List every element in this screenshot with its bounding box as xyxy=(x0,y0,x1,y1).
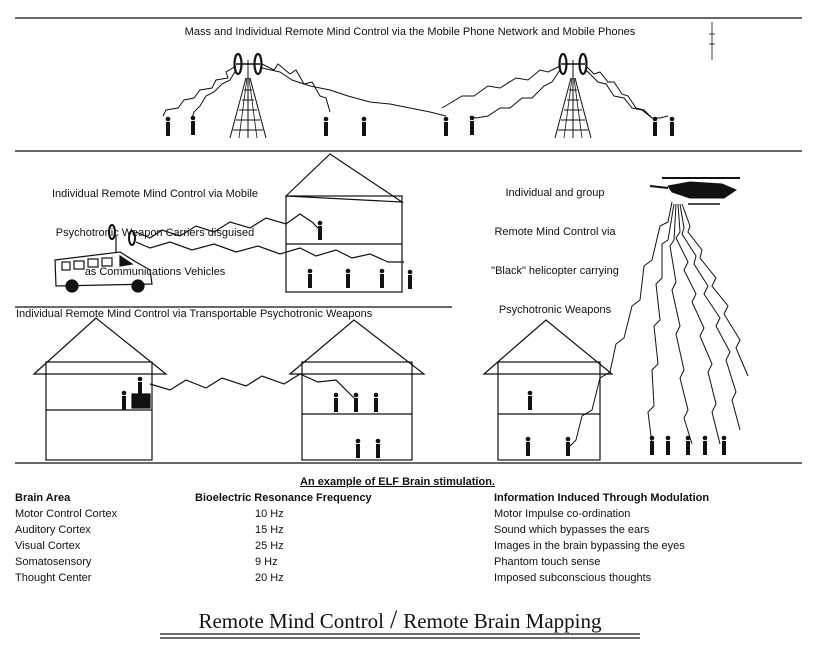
person-icon xyxy=(353,392,359,412)
person-icon xyxy=(121,390,127,410)
vehicle-title: Individual Remote Mind Control via Mobil… xyxy=(20,162,290,292)
person-icon xyxy=(307,268,313,288)
person-icon xyxy=(355,438,361,458)
table-cell: Motor Impulse co-ordination xyxy=(494,508,631,520)
page-title-slash: / xyxy=(389,605,398,634)
table-cell: Auditory Cortex xyxy=(15,524,91,536)
person-icon xyxy=(525,436,531,456)
frequency-column: Bioelectric Resonance Frequency 10 Hz 15… xyxy=(195,490,372,586)
helicopter-title: Individual and group Remote Mind Control… xyxy=(460,161,650,330)
transportable-scene xyxy=(32,317,426,461)
person-icon xyxy=(665,435,671,455)
page-title-right: Remote Brain Mapping xyxy=(403,609,602,633)
table-cell: Motor Control Cortex xyxy=(15,508,118,520)
person-icon xyxy=(165,116,171,136)
person-icon xyxy=(323,116,329,136)
person-icon xyxy=(565,436,571,456)
ground-group xyxy=(649,435,727,455)
person-icon xyxy=(721,435,727,455)
vehicle-title-line: Psychotronic Weapon Carriers disguised xyxy=(55,227,255,239)
mobile-network-scene xyxy=(162,22,715,140)
frequency-header: Bioelectric Resonance Frequency xyxy=(195,492,372,504)
table-cell: Imposed subconscious thoughts xyxy=(494,572,652,584)
communications-van-icon xyxy=(54,224,153,293)
table-caption: An example of ELF Brain stimulation. xyxy=(300,476,495,488)
information-column: Information Induced Through Modulation M… xyxy=(494,490,709,586)
helicopter-icon xyxy=(649,177,740,205)
person-icon xyxy=(317,220,323,240)
target-house xyxy=(482,319,614,461)
helicopter-title-line: Psychotronic Weapons xyxy=(498,304,612,316)
person-icon xyxy=(469,115,475,135)
page-title-left: Remote Mind Control xyxy=(198,609,384,633)
table-cell: Visual Cortex xyxy=(15,540,81,552)
brain-area-header: Brain Area xyxy=(15,492,71,504)
table-cell: 15 Hz xyxy=(255,524,284,536)
mobile-users xyxy=(165,115,675,136)
person-icon xyxy=(345,268,351,288)
person-icon xyxy=(375,438,381,458)
vehicle-scene xyxy=(54,153,405,293)
brain-area-column: Brain Area Motor Control Cortex Auditory… xyxy=(15,490,117,586)
person-icon xyxy=(702,435,708,455)
separator-lines xyxy=(15,17,802,464)
person-icon xyxy=(652,116,658,136)
table-cell: 20 Hz xyxy=(255,572,284,584)
person-icon xyxy=(649,435,655,455)
person-icon xyxy=(685,435,691,455)
helicopter-title-line: Remote Mind Control via xyxy=(494,226,616,238)
panel3-occupants xyxy=(121,376,381,458)
person-icon xyxy=(361,116,367,136)
table-cell: 9 Hz xyxy=(255,556,278,568)
person-icon xyxy=(137,376,143,396)
helicopter-title-line: Individual and group xyxy=(505,187,605,199)
person-icon xyxy=(407,269,413,289)
transportable-title: Individual Remote Mind Control via Trans… xyxy=(16,308,373,320)
person-icon xyxy=(527,390,533,410)
table-cell: Images in the brain bypassing the eyes xyxy=(494,540,685,552)
mobile-network-title: Mass and Individual Remote Mind Control … xyxy=(184,26,636,38)
page-title: Remote Mind Control/Remote Brain Mapping xyxy=(160,605,640,635)
weapon-device-icon xyxy=(131,393,151,409)
person-icon xyxy=(373,392,379,412)
table-cell: Sound which bypasses the ears xyxy=(494,524,650,536)
person-icon xyxy=(669,116,675,136)
table-cell: 10 Hz xyxy=(255,508,284,520)
person-icon xyxy=(379,268,385,288)
table-cell: 25 Hz xyxy=(255,540,284,552)
target-house-occupants xyxy=(525,390,571,456)
vehicle-title-line: as Communications Vehicles xyxy=(84,266,226,278)
person-icon xyxy=(190,115,196,135)
table-cell: Phantom touch sense xyxy=(494,556,601,568)
table-cell: Somatosensory xyxy=(15,556,92,568)
person-icon xyxy=(333,392,339,412)
cell-tower-right-icon xyxy=(553,52,593,140)
vehicle-title-line: Individual Remote Mind Control via Mobil… xyxy=(51,188,259,200)
helicopter-title-line: "Black" helicopter carrying xyxy=(491,265,619,277)
information-header: Information Induced Through Modulation xyxy=(494,492,710,504)
house-occupants xyxy=(307,220,413,289)
person-icon xyxy=(443,116,449,136)
table-cell: Thought Center xyxy=(15,572,92,584)
